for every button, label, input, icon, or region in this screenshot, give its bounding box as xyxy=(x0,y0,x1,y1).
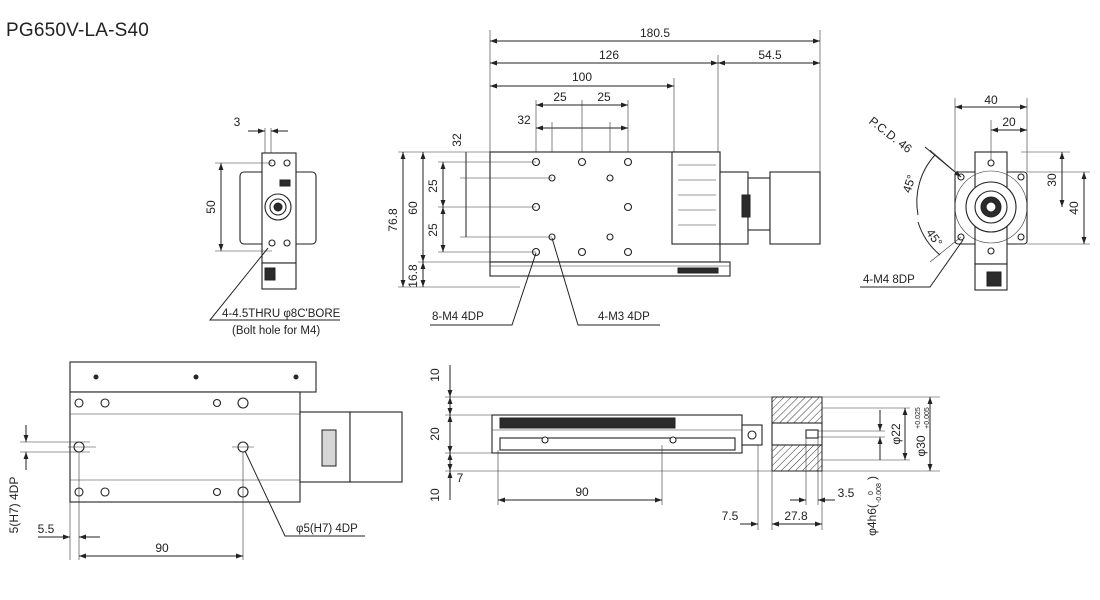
label-phi4-close: ) xyxy=(865,476,879,480)
dim-pitch-a: 25 xyxy=(553,90,567,104)
left-view: 3 50 4-4.5THRU φ8C'BORE (Bolt hole for M… xyxy=(204,115,341,337)
right-view: 40 20 30 40 45° 45° P.C.D. 46 4-M4 8DP xyxy=(860,93,1090,291)
dim-w40: 40 xyxy=(984,93,998,107)
dim-offset: 32 xyxy=(517,113,531,127)
dim-body: 126 xyxy=(599,48,619,62)
dim-h30: 30 xyxy=(1045,173,1059,187)
dim-angle-2: 45° xyxy=(923,226,945,249)
dim-h40: 40 xyxy=(1067,201,1081,215)
dim-table: 100 xyxy=(572,70,592,84)
label-right-m4: 4-M4 8DP xyxy=(863,274,915,286)
top-view: 180.5 126 54.5 100 25 25 32 xyxy=(386,26,821,326)
label-phi30-tol2: +0.005 xyxy=(924,407,931,429)
dim-motor: 54.5 xyxy=(758,48,782,62)
label-phi4-tol2: -0.008 xyxy=(876,483,883,503)
dim-pitch-b: 25 xyxy=(597,90,611,104)
dim-27-8: 27.8 xyxy=(784,509,808,523)
label-phi30: φ30 xyxy=(914,435,928,456)
dim-vpitch-b: 25 xyxy=(426,223,440,237)
dim-span-90: 90 xyxy=(155,541,169,555)
dim-side-span: 90 xyxy=(575,485,589,499)
dim-t10: 10 xyxy=(428,368,442,382)
dim-t7: 7 xyxy=(457,471,464,485)
dim-pin-left: 5.5 xyxy=(38,522,55,536)
label-thru-hole: 4-4.5THRU φ8C'BORE xyxy=(222,308,341,320)
dim-angle-1: 45° xyxy=(900,173,919,195)
dim-pin-h7: 5(H7) 4DP xyxy=(7,477,21,534)
dim-3-5: 3.5 xyxy=(838,486,855,500)
label-thru-note: (Bolt hole for M4) xyxy=(232,325,320,337)
label-phi4: φ4h6( xyxy=(865,504,879,536)
label-pin-hole: φ5(H7) 4DP xyxy=(296,523,358,535)
dim-t10b: 10 xyxy=(428,488,442,502)
dim-w20: 20 xyxy=(1002,115,1016,129)
dim-vtop: 32 xyxy=(450,133,464,147)
label-phi30-tol: +0.025 xyxy=(915,407,922,429)
bottom-view: 5(H7) 4DP 5.5 90 φ5(H7) 4DP xyxy=(7,361,403,560)
dim-overall: 180.5 xyxy=(640,26,670,40)
dim-height-50: 50 xyxy=(204,200,218,214)
label-m3-holes: 4-M3 4DP xyxy=(598,311,650,323)
side-view: 10 20 7 10 90 7.5 27.8 3.5 φ22 φ30 +0.02… xyxy=(428,365,940,536)
dim-height-table: 60 xyxy=(406,201,420,215)
dim-height-total: 76.8 xyxy=(386,208,400,232)
dim-vpitch-a: 25 xyxy=(426,179,440,193)
label-m4-holes: 8-M4 4DP xyxy=(432,311,484,323)
label-phi4-tol: 0 xyxy=(868,491,875,495)
dim-width-3: 3 xyxy=(234,115,241,129)
label-phi22: φ22 xyxy=(889,423,903,444)
dim-t20: 20 xyxy=(428,427,442,441)
mounting-holes xyxy=(531,157,633,257)
dim-7-5: 7.5 xyxy=(722,509,739,523)
label-pcd: P.C.D. 46 xyxy=(866,114,915,156)
dim-height-low: 16.8 xyxy=(406,264,420,288)
drawing-title: PG650V-LA-S40 xyxy=(6,20,150,41)
